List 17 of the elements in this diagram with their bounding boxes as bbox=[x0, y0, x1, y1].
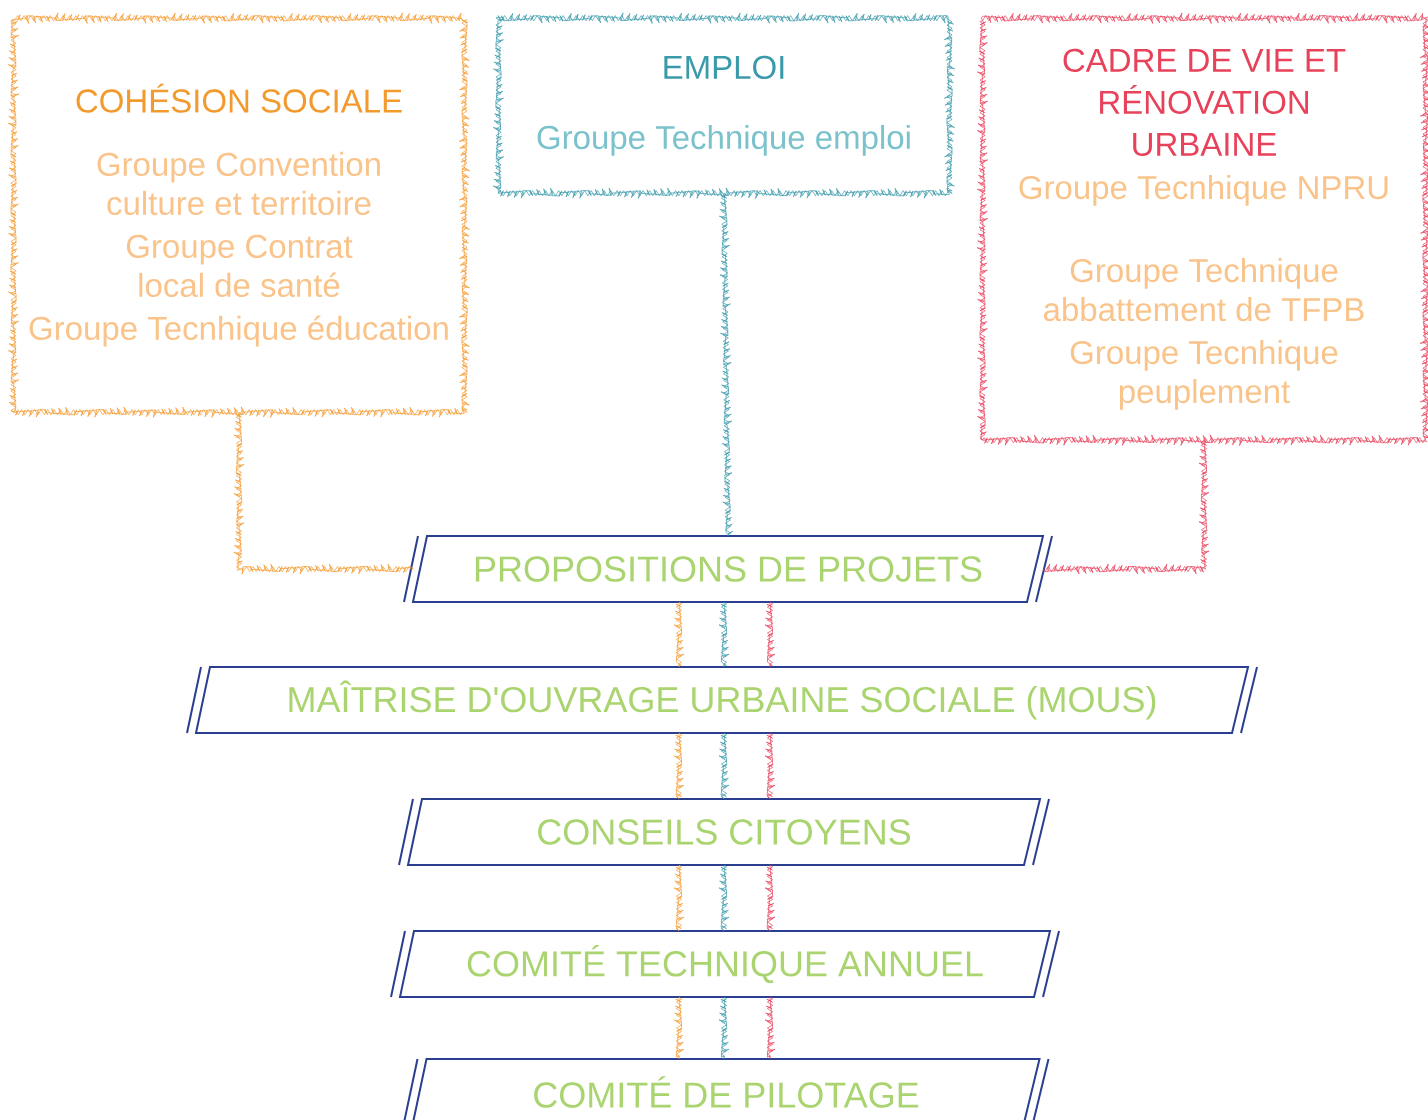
banner: COMITÉ TECHNIQUE ANNUEL bbox=[390, 930, 1060, 998]
banner: CONSEILS CITOYENS bbox=[398, 798, 1050, 866]
connector bbox=[718, 601, 730, 668]
connector bbox=[764, 732, 776, 800]
connector bbox=[673, 996, 685, 1060]
connector bbox=[718, 996, 730, 1060]
connector bbox=[764, 996, 776, 1060]
connector bbox=[673, 601, 685, 668]
connector bbox=[764, 864, 776, 932]
banner: MAÎTRISE D'OUVRAGE URBAINE SOCIALE (MOUS) bbox=[186, 666, 1258, 734]
connector bbox=[673, 732, 685, 800]
banner: PROPOSITIONS DE PROJETS bbox=[403, 535, 1053, 603]
banner: COMITÉ DE PILOTAGE bbox=[402, 1058, 1050, 1120]
connector bbox=[764, 601, 776, 668]
connector bbox=[718, 732, 730, 800]
connector bbox=[673, 864, 685, 932]
connector bbox=[718, 864, 730, 932]
